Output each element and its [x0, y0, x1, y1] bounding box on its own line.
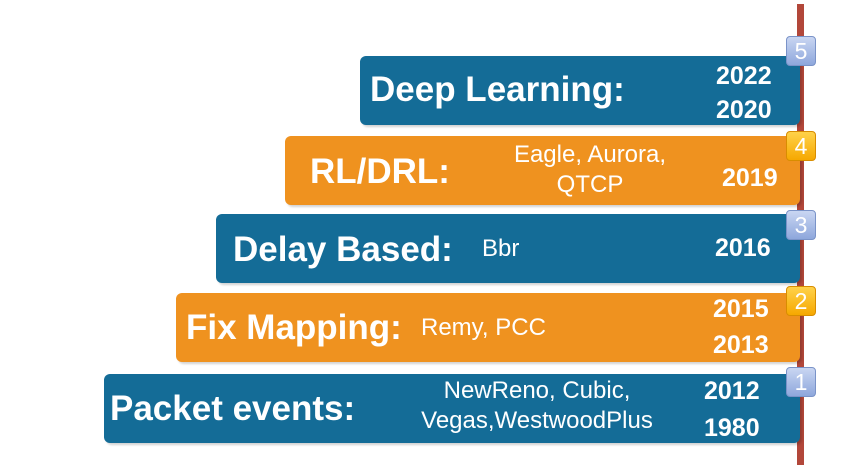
tier-year: 2013	[713, 331, 769, 359]
tier-number-badge: 5	[786, 36, 816, 66]
tier-title: Deep Learning:	[370, 70, 625, 109]
tier-title: Delay Based:	[233, 230, 453, 269]
tier-methods: Remy, PCC	[421, 314, 546, 341]
tier-methods: Bbr	[482, 235, 520, 262]
tier-number-badge: 1	[786, 367, 816, 397]
tier-year: 2016	[715, 234, 771, 262]
tier-methods: NewReno, Cubic, Vegas,WestwoodPlus	[421, 377, 653, 434]
tier-year: 2020	[716, 96, 772, 124]
tier-year: 2022	[716, 62, 772, 90]
tier-title: Fix Mapping:	[186, 308, 402, 347]
tier-number-badge: 4	[786, 131, 816, 161]
tier-year: 2015	[713, 295, 769, 323]
tier-title: RL/DRL:	[310, 152, 450, 191]
tier-year: 2012	[704, 377, 760, 405]
tier-number-badge: 3	[786, 210, 816, 240]
tier-year: 1980	[704, 414, 760, 442]
tier-year: 2019	[722, 164, 778, 192]
tier-title: Packet events:	[110, 389, 356, 428]
tier-bar-delay-based: Delay Based: Bbr 2016	[216, 214, 800, 283]
tier-bar-fix-mapping: Fix Mapping: Remy, PCC 2015 2013	[176, 293, 800, 362]
tier-bar-deep-learning: Deep Learning: 2022 2020	[360, 56, 800, 125]
tier-bar-rl-drl: RL/DRL: Eagle, Aurora, QTCP 2019	[285, 136, 800, 205]
tier-methods: Eagle, Aurora, QTCP	[513, 141, 667, 198]
tier-number-badge: 2	[786, 286, 816, 316]
tier-bar-packet-events: Packet events: NewReno, Cubic, Vegas,Wes…	[104, 374, 800, 443]
